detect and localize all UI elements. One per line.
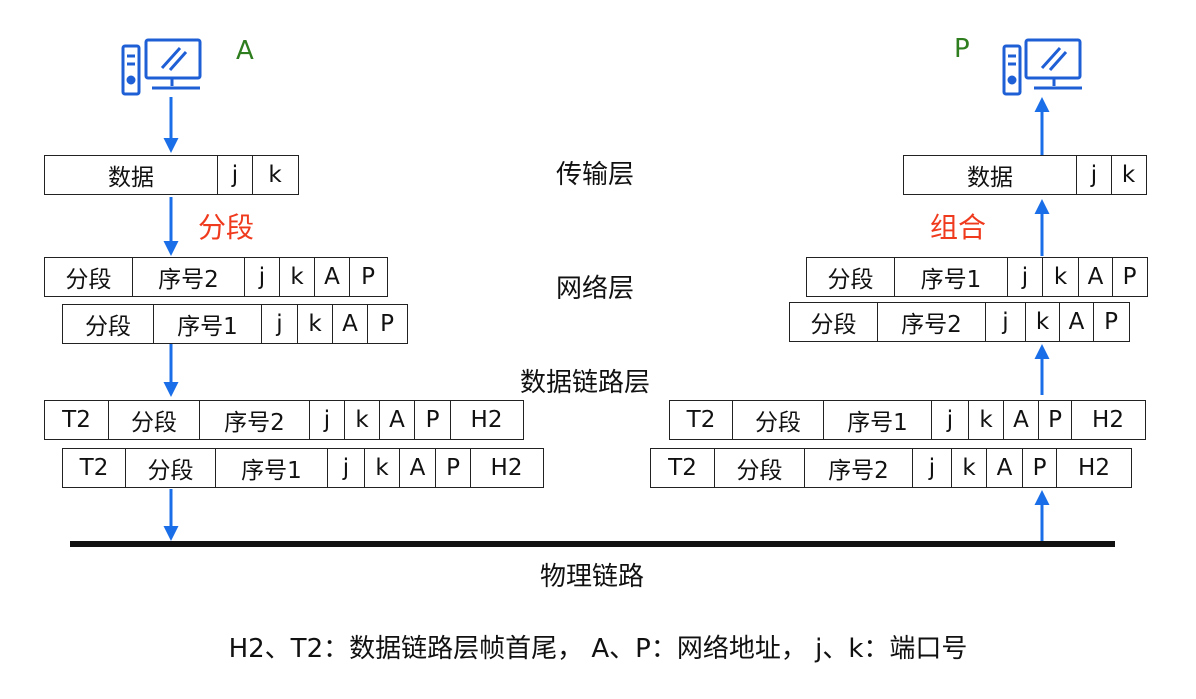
packet-addr-p-cell: P	[415, 401, 451, 439]
packet-addr-a-cell: A	[315, 258, 350, 296]
packet-port-k-cell: k	[268, 162, 282, 188]
left-network-packet-1: 分段 序号2 j k A P	[44, 257, 388, 297]
packet-port-j-cell: j	[1008, 258, 1043, 296]
packet-port-k-cell: k	[1043, 258, 1079, 296]
frame-header-cell: H2	[490, 455, 523, 481]
packet-port-j-cell: j	[218, 156, 253, 194]
packet-seq-cell: 序号2	[200, 401, 310, 439]
packet-port-k-cell: k	[1026, 303, 1060, 341]
packet-addr-p-cell: P	[1039, 401, 1072, 439]
frame-header-cell: H2	[1092, 407, 1124, 433]
packet-port-j-cell: j	[245, 258, 280, 296]
packet-seq-cell: 序号2	[133, 258, 245, 296]
packet-seq-cell: 序号1	[216, 449, 328, 487]
right-network-packet-1: 分段 序号1 j k A P	[806, 257, 1148, 297]
packet-addr-a-cell: A	[333, 305, 368, 343]
right-network-packet-2: 分段 序号2 j k A P	[789, 302, 1130, 342]
packet-addr-p-cell: P	[1122, 264, 1137, 290]
reassemble-action-label: 组合	[930, 211, 987, 244]
packet-addr-p-cell: P	[1023, 449, 1057, 487]
packet-port-k-cell: k	[1121, 162, 1136, 188]
packet-port-k-cell: k	[952, 449, 987, 487]
packet-addr-a-cell: A	[1004, 401, 1039, 439]
left-transport-segment: 数据 j k	[44, 155, 299, 195]
packet-addr-p-cell: P	[361, 264, 375, 290]
frame-trailer-cell: T2	[45, 401, 109, 439]
packet-addr-p-cell: P	[1104, 309, 1118, 335]
host-a-label: A	[236, 36, 254, 66]
left-network-packet-2: 分段 序号1 j k A P	[62, 304, 408, 344]
host-a-computer-icon	[121, 38, 202, 96]
packet-port-k-cell: k	[345, 401, 380, 439]
packet-addr-a-cell: A	[400, 449, 436, 487]
packet-seq-cell: 序号1	[895, 258, 1008, 296]
right-transport-segment: 数据 j k	[903, 155, 1147, 195]
packet-port-j-cell: j	[986, 303, 1026, 341]
packet-segment-cell: 分段	[45, 258, 133, 296]
packet-segment-cell: 分段	[733, 401, 824, 439]
packet-data-cell: 数据	[904, 156, 1077, 194]
legend-caption: H2、T2：数据链路层帧首尾， A、P：网络地址， j、k：端口号	[228, 634, 968, 664]
packet-port-j-cell: j	[310, 401, 345, 439]
packet-addr-p-cell: P	[380, 311, 394, 337]
host-p-computer-icon	[1002, 38, 1082, 96]
physical-link-label: 物理链路	[540, 562, 645, 592]
packet-port-j-cell: j	[913, 449, 952, 487]
packet-addr-a-cell: A	[1079, 258, 1113, 296]
packet-port-j-cell: j	[932, 401, 969, 439]
packet-seq-cell: 序号1	[154, 305, 262, 343]
packet-port-k-cell: k	[298, 305, 333, 343]
left-link-frame-1: T2 分段 序号2 j k A P H2	[44, 400, 524, 440]
host-p-label: P	[954, 34, 970, 64]
packet-segment-cell: 分段	[807, 258, 895, 296]
packet-data-cell: 数据	[45, 156, 218, 194]
datalink-layer-label: 数据链路层	[520, 368, 651, 398]
packet-seq-cell: 序号2	[878, 303, 986, 341]
packet-addr-a-cell: A	[987, 449, 1023, 487]
frame-header-cell: H2	[1078, 455, 1110, 481]
right-link-frame-1: T2 分段 序号1 j k A P H2	[669, 400, 1146, 440]
packet-seq-cell: 序号1	[824, 401, 932, 439]
transport-layer-label: 传输层	[556, 160, 635, 190]
network-layer-label: 网络层	[556, 274, 635, 304]
packet-port-j-cell: j	[1077, 156, 1112, 194]
frame-header-cell: H2	[470, 407, 503, 433]
right-link-frame-2: T2 分段 序号2 j k A P H2	[650, 448, 1132, 488]
packet-segment-cell: 分段	[126, 449, 216, 487]
packet-segment-cell: 分段	[715, 449, 805, 487]
segment-action-label: 分段	[198, 211, 255, 244]
packet-segment-cell: 分段	[63, 305, 154, 343]
packet-seq-cell: 序号2	[805, 449, 913, 487]
packet-port-j-cell: j	[262, 305, 298, 343]
frame-trailer-cell: T2	[670, 401, 733, 439]
packet-addr-a-cell: A	[1060, 303, 1094, 341]
packet-port-j-cell: j	[328, 449, 365, 487]
frame-trailer-cell: T2	[651, 449, 715, 487]
left-link-frame-2: T2 分段 序号1 j k A P H2	[62, 448, 544, 488]
packet-segment-cell: 分段	[109, 401, 200, 439]
packet-port-k-cell: k	[280, 258, 315, 296]
packet-port-k-cell: k	[365, 449, 400, 487]
packet-port-k-cell: k	[969, 401, 1004, 439]
frame-trailer-cell: T2	[63, 449, 126, 487]
packet-addr-a-cell: A	[380, 401, 415, 439]
packet-addr-p-cell: P	[436, 449, 471, 487]
packet-segment-cell: 分段	[790, 303, 878, 341]
